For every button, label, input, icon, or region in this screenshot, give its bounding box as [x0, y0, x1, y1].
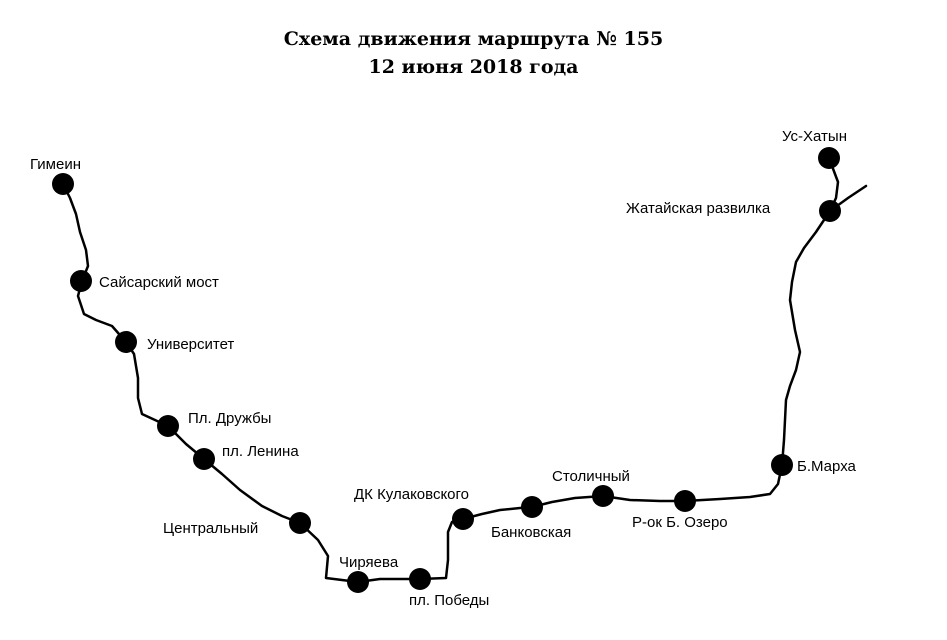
- stop-label-gimein: Гимеин: [30, 156, 81, 173]
- stop-gimein: [52, 173, 74, 195]
- stop-b-markha: [771, 454, 793, 476]
- stop-pl-pobedy: [409, 568, 431, 590]
- stop-label-pl-lenina: пл. Ленина: [222, 443, 299, 460]
- stop-pl-druzhby: [157, 415, 179, 437]
- stop-label-universitet: Университет: [147, 336, 234, 353]
- stop-saysarsky-most: [70, 270, 92, 292]
- stop-label-b-markha: Б.Марха: [797, 458, 857, 475]
- stop-label-dk-kulakovskogo: ДК Кулаковского: [354, 486, 469, 503]
- scheme-date: 12 июня 2018 года: [368, 56, 579, 78]
- stop-label-pl-pobedy: пл. Победы: [409, 592, 489, 609]
- stop-label-zhataiskaya-razvilka: Жатайская развилка: [626, 200, 771, 217]
- stop-label-pl-druzhby: Пл. Дружбы: [188, 410, 271, 427]
- stop-label-rok-b-ozero: Р-ок Б. Озеро: [632, 514, 728, 531]
- stop-tsentralny: [289, 512, 311, 534]
- stop-label-us-khatyn: Ус-Хатын: [782, 128, 847, 145]
- stop-universitet: [115, 331, 137, 353]
- stop-bankovskaya: [521, 496, 543, 518]
- stop-us-khatyn: [818, 147, 840, 169]
- stop-stolichny: [592, 485, 614, 507]
- stop-label-saysarsky-most: Сайсарский мост: [99, 274, 219, 291]
- stop-label-stolichny: Столичный: [552, 468, 630, 485]
- stop-dk-kulakovskogo: [452, 508, 474, 530]
- stop-label-bankovskaya: Банковская: [491, 524, 571, 541]
- stop-chiryaeva: [347, 571, 369, 593]
- stop-label-chiryaeva: Чиряева: [339, 554, 399, 571]
- scheme-title: Схема движения маршрута № 155: [283, 28, 664, 50]
- stop-rok-b-ozero: [674, 490, 696, 512]
- stop-label-tsentralny: Центральный: [163, 520, 258, 537]
- stop-zhataiskaya-razvilka: [819, 200, 841, 222]
- stop-pl-lenina: [193, 448, 215, 470]
